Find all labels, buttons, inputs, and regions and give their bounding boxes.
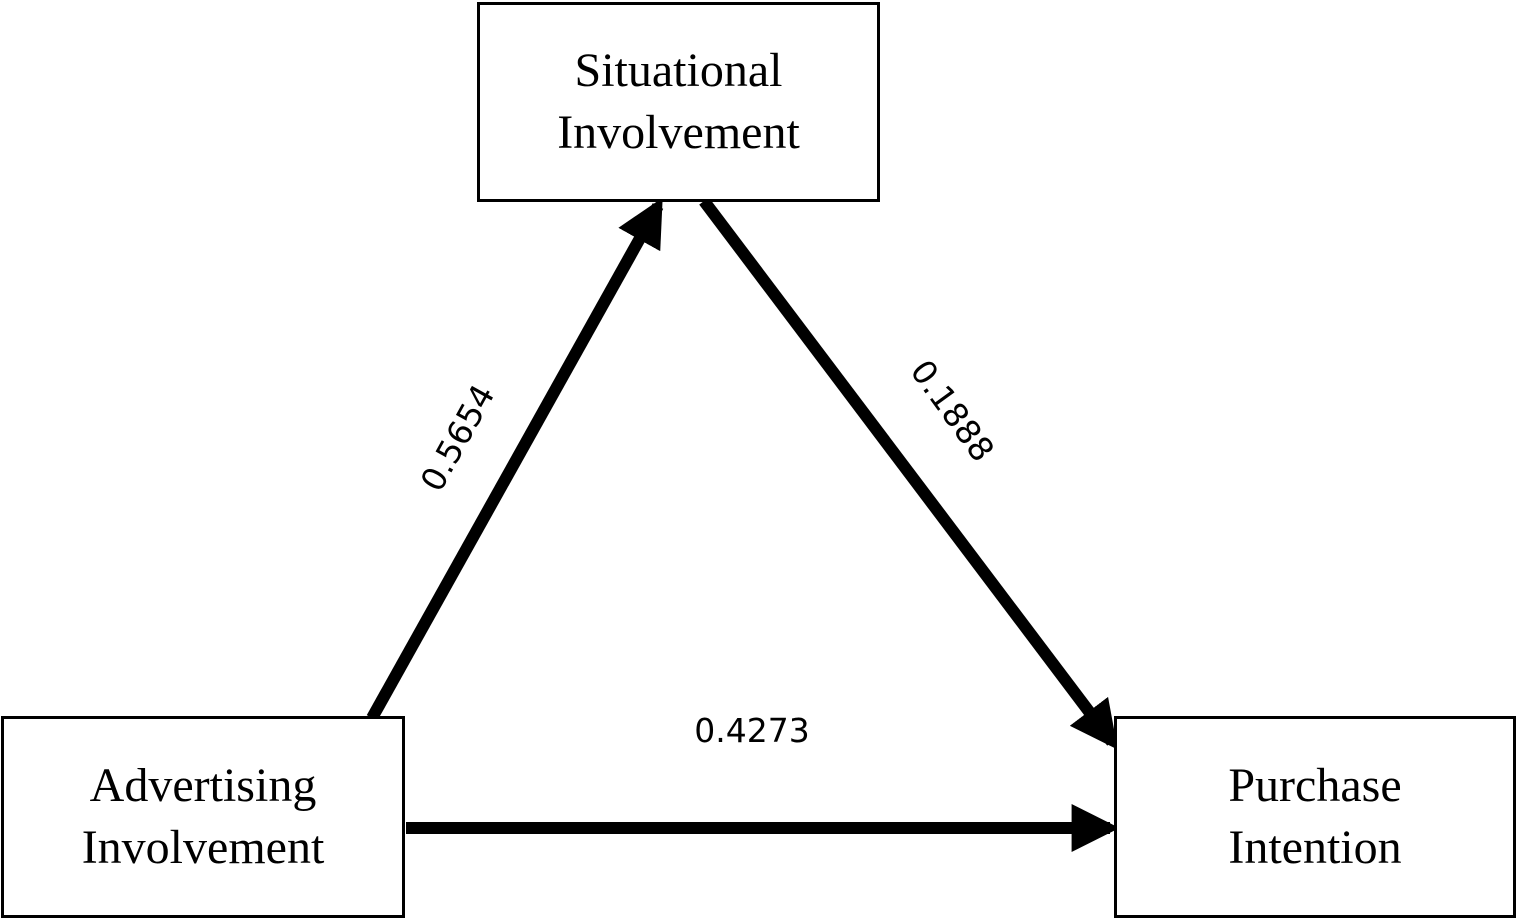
purchase-intention-label-line1: Purchase [1228,759,1402,812]
situational-involvement-label-line2: Involvement [557,106,800,159]
purchase-intention-box: Purchase Intention [1114,716,1516,918]
situational-involvement-box: Situational Involvement [477,2,880,202]
arrow-situational-to-purchase [699,197,1118,750]
situational-involvement-label-line1: Situational [574,44,783,97]
advertising-involvement-label-line2: Involvement [81,821,325,874]
coefficient-advertising-to-purchase: 0.4273 [694,711,810,750]
purchase-intention-label-line2: Intention [1228,821,1402,874]
advertising-involvement-label-line1: Advertising [89,759,317,812]
arrow-advertising-to-situational [366,197,664,721]
advertising-involvement-box: Advertising Involvement [1,716,405,918]
